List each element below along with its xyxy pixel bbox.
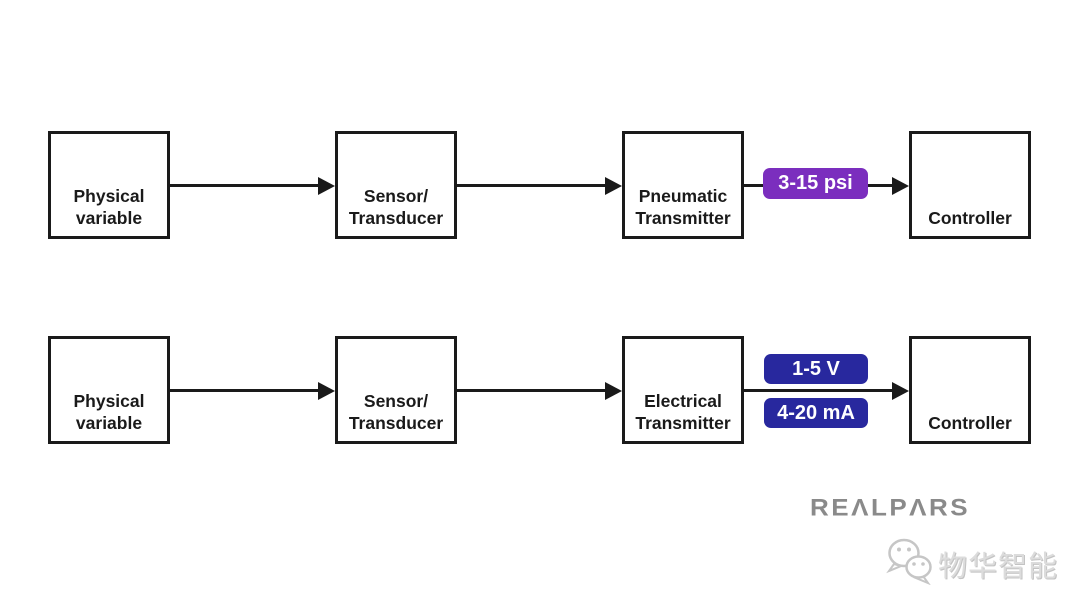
box-label-line: Physical bbox=[73, 186, 145, 206]
box-label-line: Controller bbox=[928, 412, 1012, 433]
flow-arrow bbox=[457, 381, 622, 400]
box-label-line: Sensor/ bbox=[363, 186, 429, 206]
wechat-watermark bbox=[886, 537, 936, 585]
signal-badge-4-20-ma: 4-20 mA bbox=[764, 398, 868, 428]
realpars-logo: REΛLPΛRS bbox=[810, 493, 971, 521]
box-label-line: Transmitter bbox=[635, 207, 731, 228]
arrow-head bbox=[892, 176, 909, 195]
flow-box-controller-row1: Controller bbox=[909, 131, 1031, 239]
flow-box-physical-variable-row2: Physical variable bbox=[48, 336, 170, 444]
box-label-line: Transducer bbox=[348, 207, 444, 228]
flow-arrow bbox=[170, 176, 335, 195]
flow-box-pneumatic-transmitter: Pneumatic Transmitter bbox=[622, 131, 744, 239]
box-label-line: Controller bbox=[928, 207, 1012, 228]
flow-arrow bbox=[170, 381, 335, 400]
box-label-line: variable bbox=[75, 207, 143, 228]
box-label-line: Pneumatic bbox=[638, 186, 728, 206]
arrow-head bbox=[605, 176, 622, 195]
box-label-line: Physical bbox=[73, 391, 145, 411]
box-label-line: Transmitter bbox=[635, 412, 731, 433]
arrow-head bbox=[318, 176, 335, 195]
signal-badge-3-15-psi: 3-15 psi bbox=[763, 168, 868, 199]
signal-badge-1-5-v: 1-5 V bbox=[764, 354, 868, 384]
flow-box-sensor-transducer-row1: Sensor/ Transducer bbox=[335, 131, 457, 239]
flow-box-sensor-transducer-row2: Sensor/ Transducer bbox=[335, 336, 457, 444]
wechat-icon bbox=[886, 538, 932, 585]
flow-box-controller-row2: Controller bbox=[909, 336, 1031, 444]
flow-box-electrical-transmitter: Electrical Transmitter bbox=[622, 336, 744, 444]
flow-arrow bbox=[457, 176, 622, 195]
box-label-line: Transducer bbox=[348, 412, 444, 433]
arrow-head bbox=[605, 381, 622, 400]
box-label-line: Electrical bbox=[644, 391, 722, 411]
flow-box-physical-variable-row1: Physical variable bbox=[48, 131, 170, 239]
box-label-line: variable bbox=[75, 412, 143, 433]
box-label-line: Sensor/ bbox=[363, 391, 429, 411]
arrow-head bbox=[318, 381, 335, 400]
flow-arrow bbox=[744, 381, 909, 400]
watermark-text: 物华智能 bbox=[938, 551, 1059, 583]
arrow-head bbox=[892, 381, 909, 400]
